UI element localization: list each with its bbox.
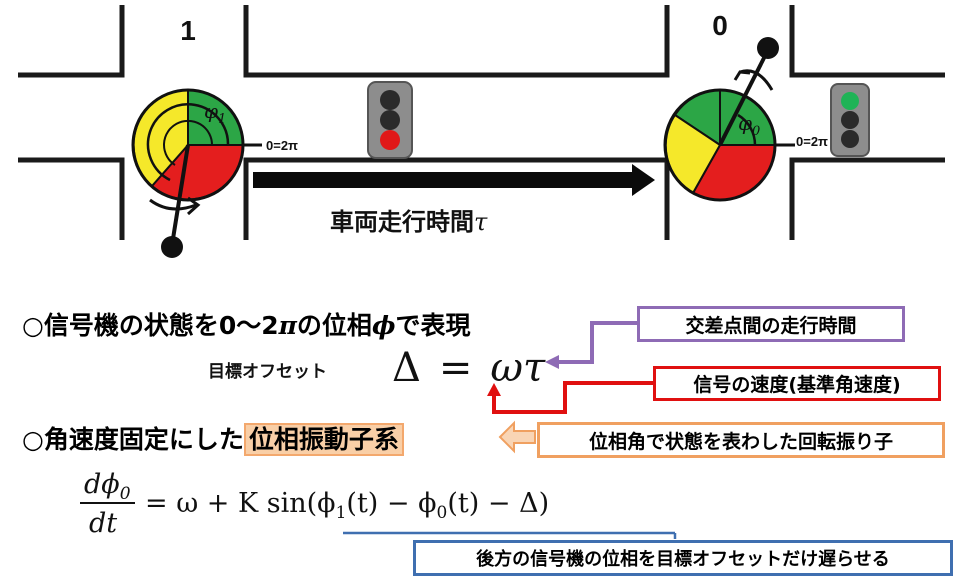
eq-numerator-sub: 0 xyxy=(120,484,131,504)
dial-1-pendulum-rod xyxy=(170,144,190,246)
travel-arrow-shaft xyxy=(253,172,637,188)
travel-time-text: 車両走行時間 xyxy=(330,208,474,236)
bullet1-pi: π xyxy=(278,311,297,340)
traffic-light-right-lamp-bottom xyxy=(841,130,859,148)
offset-label: 目標オフセット xyxy=(208,361,327,382)
road-edge-left-top xyxy=(18,5,125,78)
phase-oscillator-highlight: 位相振動子系 xyxy=(243,423,404,456)
offset-delta: Δ xyxy=(392,345,421,391)
eq-numerator-text: dϕ xyxy=(84,469,120,500)
road-edge-left-bottom xyxy=(18,157,125,240)
road-edge-middle-top xyxy=(243,5,670,78)
traffic-light-middle xyxy=(367,81,413,159)
callout-rotor: 位相角で状態を表わした回転振り子 xyxy=(537,422,945,458)
bullet1-phi: ϕ xyxy=(371,311,396,340)
connector-travel-time xyxy=(556,321,637,364)
dial-0-phase-label: φ0 xyxy=(738,111,760,139)
dial-1-phase-subscript: 1 xyxy=(218,112,226,127)
bullet1-text-b: の位相 xyxy=(296,311,372,340)
bullet2-text-a: ○角速度固定にした xyxy=(22,425,244,454)
offset-formula: Δ = ωτ xyxy=(392,345,546,391)
travel-arrow-head xyxy=(632,164,655,196)
road-edge-right-top xyxy=(789,5,945,78)
bullet1-text-a: ○信号機の状態を0～2 xyxy=(22,311,279,340)
rotor-callout-arrow xyxy=(498,420,536,454)
callout-delay: 後方の信号機の位相を目標オフセットだけ遅らせる xyxy=(413,540,953,576)
eq-rhs-sub0: 0 xyxy=(437,503,448,523)
traffic-light-middle-lamp-middle xyxy=(380,110,400,130)
travel-time-label: 車両走行時間τ xyxy=(330,208,488,236)
connector-signal-speed-arrowhead xyxy=(487,383,501,396)
connector-signal-speed xyxy=(492,381,653,414)
dial-0-pendulum-rod xyxy=(718,49,770,146)
dial-0-phase-subscript: 0 xyxy=(752,124,760,139)
road-outlines xyxy=(18,5,945,240)
phase-equation: dϕ0 dt = ω + K sin(ϕ1(t) − ϕ0(t) − Δ) xyxy=(80,469,549,539)
dial-1-pendulum-bob xyxy=(161,236,183,258)
intersection-0-label: 0 xyxy=(712,10,728,41)
bullet-phase-representation: ○信号機の状態を0～2πの位相ϕで表現 xyxy=(22,306,471,342)
eq-rhs-mid: (t) − ϕ xyxy=(346,488,436,519)
travel-time-symbol: τ xyxy=(474,208,488,236)
callout-connectors xyxy=(343,321,677,539)
travel-arrow xyxy=(253,164,655,196)
eq-numerator: dϕ0 xyxy=(84,469,131,504)
dial-1-phase-label: φ1 xyxy=(204,99,226,127)
eq-rhs-end: (t) − Δ) xyxy=(447,488,549,519)
dial-1-zero-label: 0=2π xyxy=(266,138,298,153)
dial-0-rotation-arrowhead xyxy=(733,70,751,81)
callout-signal-speed: 信号の速度(基準角速度) xyxy=(653,366,941,401)
connector-travel-time-arrowhead xyxy=(545,355,559,369)
eq-rhs-sub1: 1 xyxy=(336,503,347,523)
offset-equals: = xyxy=(439,345,473,391)
bullet-phase-oscillator: ○角速度固定にした位相振動子系 xyxy=(22,420,404,456)
traffic-light-right-lamp-green xyxy=(841,92,859,110)
dial-0-phase-symbol: φ xyxy=(738,111,752,135)
traffic-light-middle-lamp-red xyxy=(380,130,400,150)
dial-0-pendulum-bob xyxy=(757,37,779,59)
offset-omega: ω xyxy=(490,345,523,391)
eq-denominator: dt xyxy=(89,508,117,539)
dial-0-phase-arc xyxy=(737,113,757,146)
signal-dial-0 xyxy=(663,37,795,202)
offset-tau: τ xyxy=(523,345,546,391)
eq-rhs: = ω + K sin(ϕ1(t) − ϕ0(t) − Δ) xyxy=(145,488,549,523)
dial-1-rotation-arrow xyxy=(149,198,197,211)
eq-rhs-start: = ω + K sin(ϕ xyxy=(145,488,336,519)
traffic-light-middle-lamp-top xyxy=(380,90,400,110)
intersection-1-label: 1 xyxy=(180,15,196,46)
dial-1-phase-arc xyxy=(146,103,230,182)
bullet1-text-c: で表現 xyxy=(395,311,471,340)
signal-dial-1 xyxy=(131,88,262,258)
traffic-light-right-lamp-middle xyxy=(841,111,859,129)
dial-0-zero-label: 0=2π xyxy=(796,134,828,149)
traffic-light-right xyxy=(830,83,870,157)
dial-1-phase-symbol: φ xyxy=(204,99,218,123)
road-edge-middle-bottom xyxy=(243,157,670,240)
callout-travel-time: 交差点間の走行時間 xyxy=(637,306,905,342)
dial-1-phase-arc-inner xyxy=(163,119,214,166)
road-edge-right-bottom xyxy=(789,157,945,240)
dial-1-rotation-arrowhead xyxy=(186,196,201,216)
